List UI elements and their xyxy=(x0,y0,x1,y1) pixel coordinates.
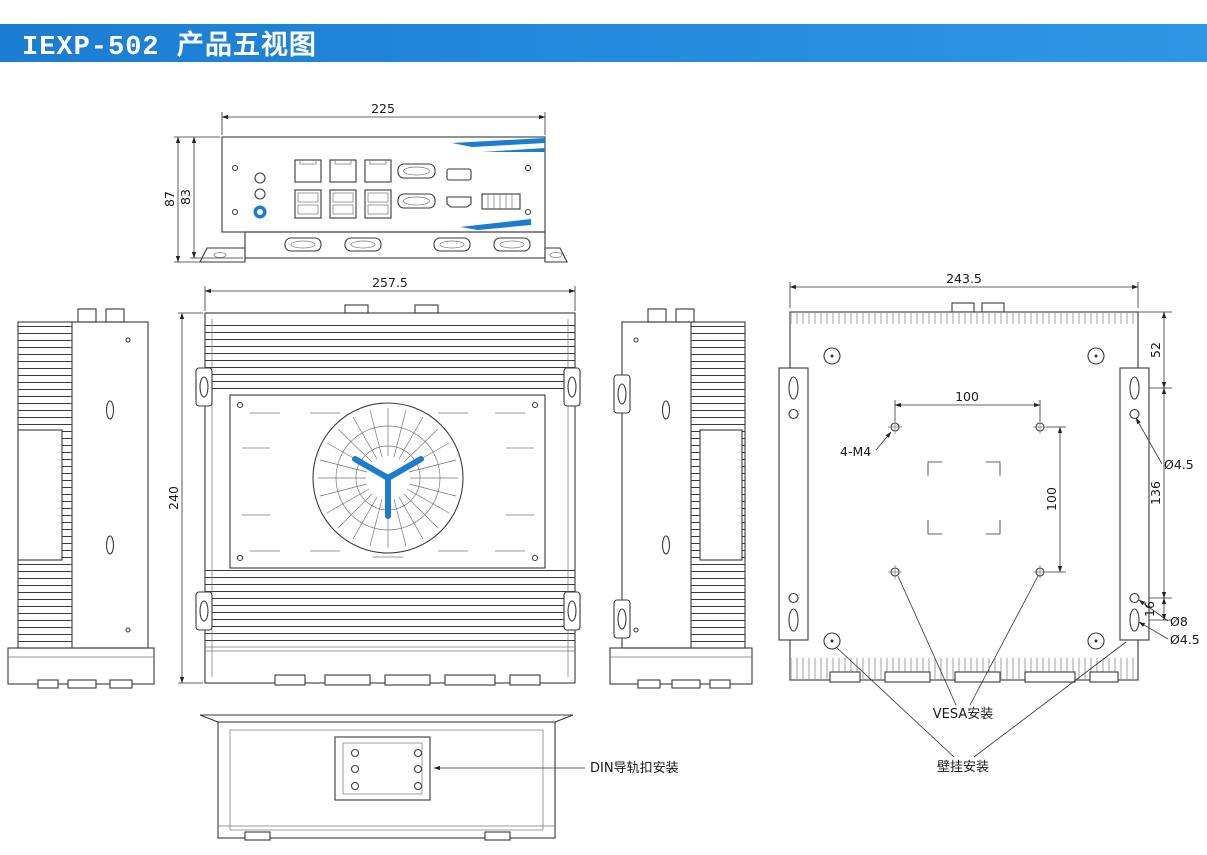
rear-dim-chain-right: 52 136 16 xyxy=(1138,311,1172,621)
vesa-h-label: 100 xyxy=(955,389,979,404)
top-width-label: 257.5 xyxy=(372,275,408,290)
front-bottom-serial-ports xyxy=(284,237,531,252)
rear-mount-labels: VESA安装 壁挂安装 xyxy=(835,575,1127,775)
lan-usb-port-2 xyxy=(329,159,357,219)
front-dim-heights: 87 83 xyxy=(162,136,243,263)
rear-width-label: 243.5 xyxy=(946,271,982,286)
top-dim-width: 257.5 xyxy=(204,275,576,311)
serial-port-stack xyxy=(397,163,436,209)
din-mount-label: DIN导轨扣安装 xyxy=(590,761,679,776)
bottom-din-clip xyxy=(334,736,431,801)
audio-jack-icon xyxy=(254,172,266,184)
vent-grille xyxy=(699,429,743,561)
terminal-block xyxy=(481,193,521,210)
bottom-din-label: DIN导轨扣安装 xyxy=(433,761,679,776)
right-view-body xyxy=(613,308,746,649)
wall-mount-label: 壁挂安装 xyxy=(937,760,989,775)
vesa-v-label: 100 xyxy=(1044,487,1059,511)
top-dim-height: 240 xyxy=(166,312,203,684)
left-view-base xyxy=(7,647,155,689)
front-view-drawing: 225 87 83 xyxy=(162,101,568,263)
front-ports xyxy=(231,159,532,219)
page-title: IEXP-502 产品五视图 xyxy=(22,33,317,63)
front-width-label: 225 xyxy=(371,101,395,116)
fan-accent-y-icon xyxy=(352,456,424,519)
rear-vesa-holes xyxy=(888,420,1047,579)
hole-d8-label: Ø8 xyxy=(1170,614,1188,629)
cpu-fan xyxy=(312,402,464,554)
left-view-body xyxy=(17,308,149,649)
front-dim-width: 225 xyxy=(221,101,546,135)
top-view-drawing: 257.5 240 xyxy=(166,275,581,686)
lan-usb-port-3 xyxy=(364,159,392,219)
rear-dim-vesa-horizontal: 100 xyxy=(894,389,1041,421)
rear-plate xyxy=(789,302,1139,683)
top-height-label: 240 xyxy=(166,486,181,510)
rear-view-drawing: 243.5 xyxy=(778,271,1200,775)
rear-hole-callouts: Ø4.5 Ø8 Ø4.5 xyxy=(1135,417,1200,647)
displayport-icon xyxy=(446,168,472,181)
vent-grille xyxy=(17,429,63,561)
rear-dim-vesa-vertical: 100 xyxy=(1044,426,1066,573)
dim-136-label: 136 xyxy=(1148,481,1163,505)
lan-usb-port-1 xyxy=(294,159,322,219)
top-chassis xyxy=(195,304,581,686)
hdmi-port-icon xyxy=(446,196,472,208)
rear-dim-width: 243.5 xyxy=(789,271,1139,308)
right-view-base xyxy=(609,647,753,689)
left-side-view-drawing xyxy=(7,308,155,689)
vesa-mount-label: VESA安装 xyxy=(933,707,994,722)
dim-52-label: 52 xyxy=(1148,342,1163,358)
rear-wall-brackets xyxy=(778,367,1150,641)
hole-d45-label: Ø4.5 xyxy=(1170,632,1200,647)
bottom-outline xyxy=(199,714,574,841)
right-side-view-drawing xyxy=(609,308,753,689)
front-height-inner-label: 83 xyxy=(178,189,193,205)
screw-spec-label: 4-M4 xyxy=(840,444,871,459)
front-accent-swoosh xyxy=(452,138,545,230)
title-banner: IEXP-502 产品五视图 xyxy=(0,24,1207,63)
audio-jack-icon xyxy=(254,188,266,200)
bottom-view-drawing: DIN导轨扣安装 xyxy=(199,714,679,841)
front-device-outline xyxy=(199,136,568,263)
front-height-outer-label: 87 xyxy=(162,191,177,207)
hole-dia-right-label: Ø4.5 xyxy=(1164,457,1194,472)
rear-label-4m4: 4-M4 xyxy=(840,431,892,459)
